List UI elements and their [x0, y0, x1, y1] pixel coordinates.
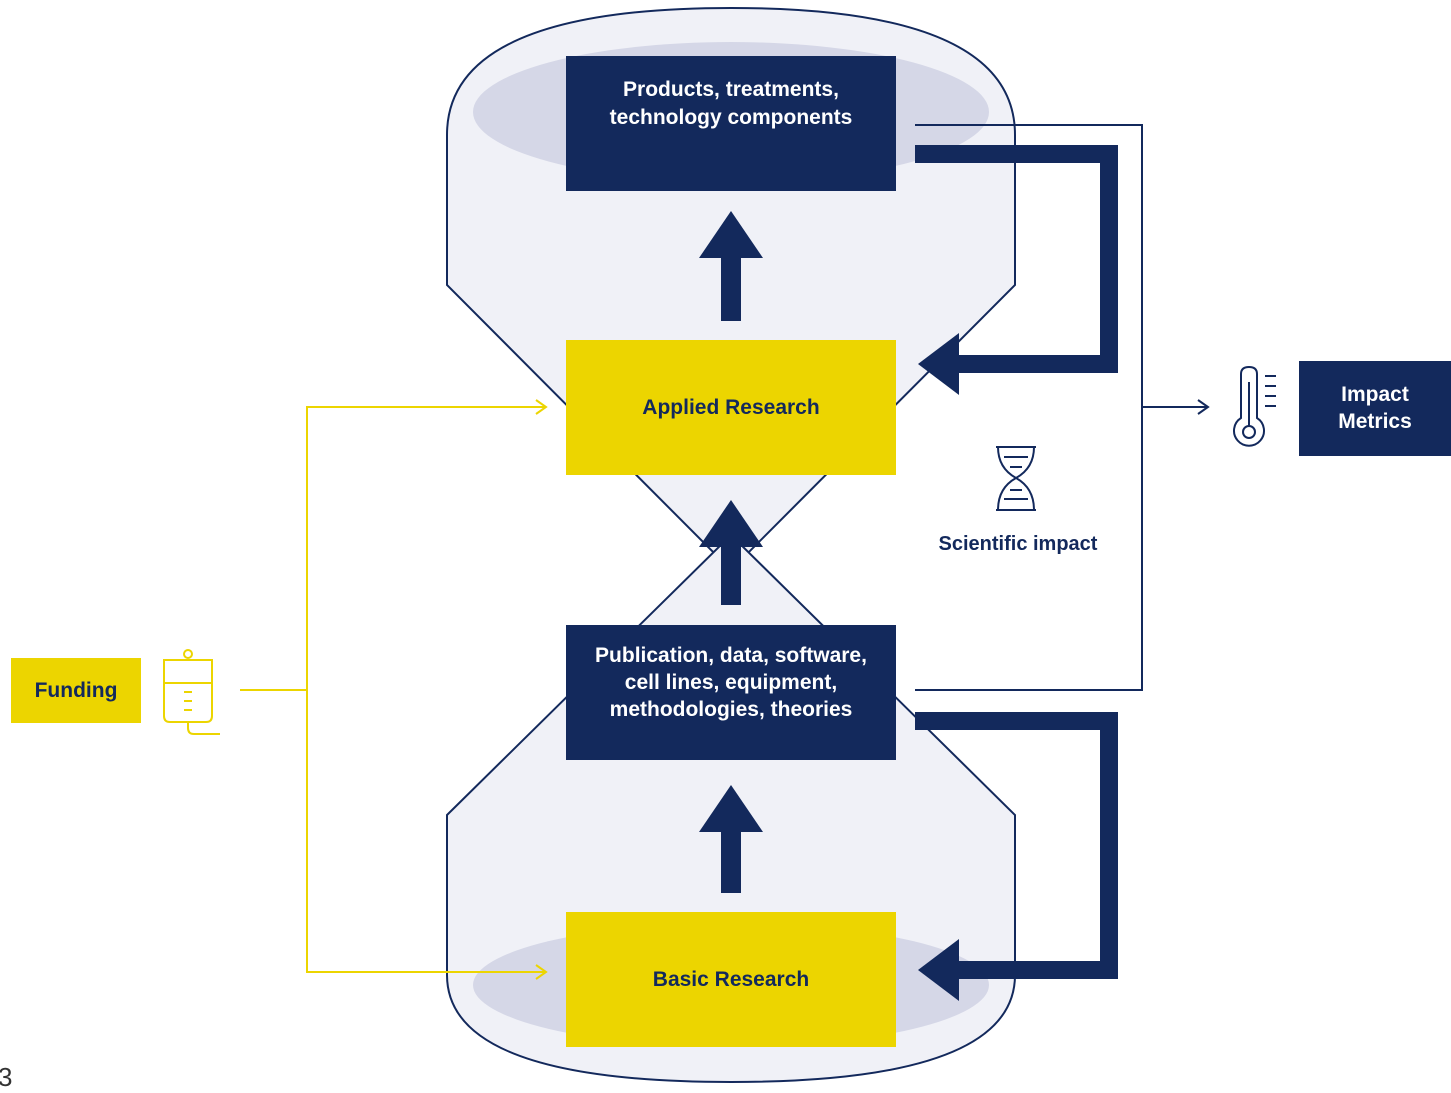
basic-research-label: Basic Research: [652, 967, 810, 991]
impact-metrics-box: Impact Metrics: [1299, 361, 1451, 456]
publication-box: Publication, data, software, cell lines,…: [566, 625, 896, 760]
corner-fragment-text: 3: [0, 1062, 13, 1092]
funding-box: Funding: [11, 658, 141, 723]
applied-research-box: Applied Research: [566, 340, 896, 475]
feedback-loop-publication-to-basic: [915, 712, 1118, 1001]
thermometer-icon: [1233, 365, 1276, 447]
publication-label: Publication, data, software, cell lines,…: [595, 643, 867, 722]
up-arrow-applied-to-products: [699, 211, 763, 321]
impact-metrics-label: Impact Metrics: [1338, 383, 1412, 433]
dna-helix-icon: [996, 446, 1036, 511]
impact-connector-lines: [915, 124, 1210, 691]
funding-label: Funding: [34, 678, 118, 702]
feedback-loop-products-to-applied: [915, 145, 1118, 395]
products-label: Products, treatments, technology compone…: [609, 78, 853, 129]
up-arrow-basic-to-publication: [699, 785, 763, 893]
applied-research-label: Applied Research: [642, 395, 820, 419]
basic-research-box: Basic Research: [566, 912, 896, 1047]
funding-connector-lines: [240, 399, 548, 980]
products-box: Products, treatments, technology compone…: [566, 56, 896, 191]
scientific-impact-label: Scientific impact: [938, 533, 1098, 555]
iv-drip-bag-icon: [163, 649, 220, 735]
up-arrow-publication-to-applied: [699, 500, 763, 605]
